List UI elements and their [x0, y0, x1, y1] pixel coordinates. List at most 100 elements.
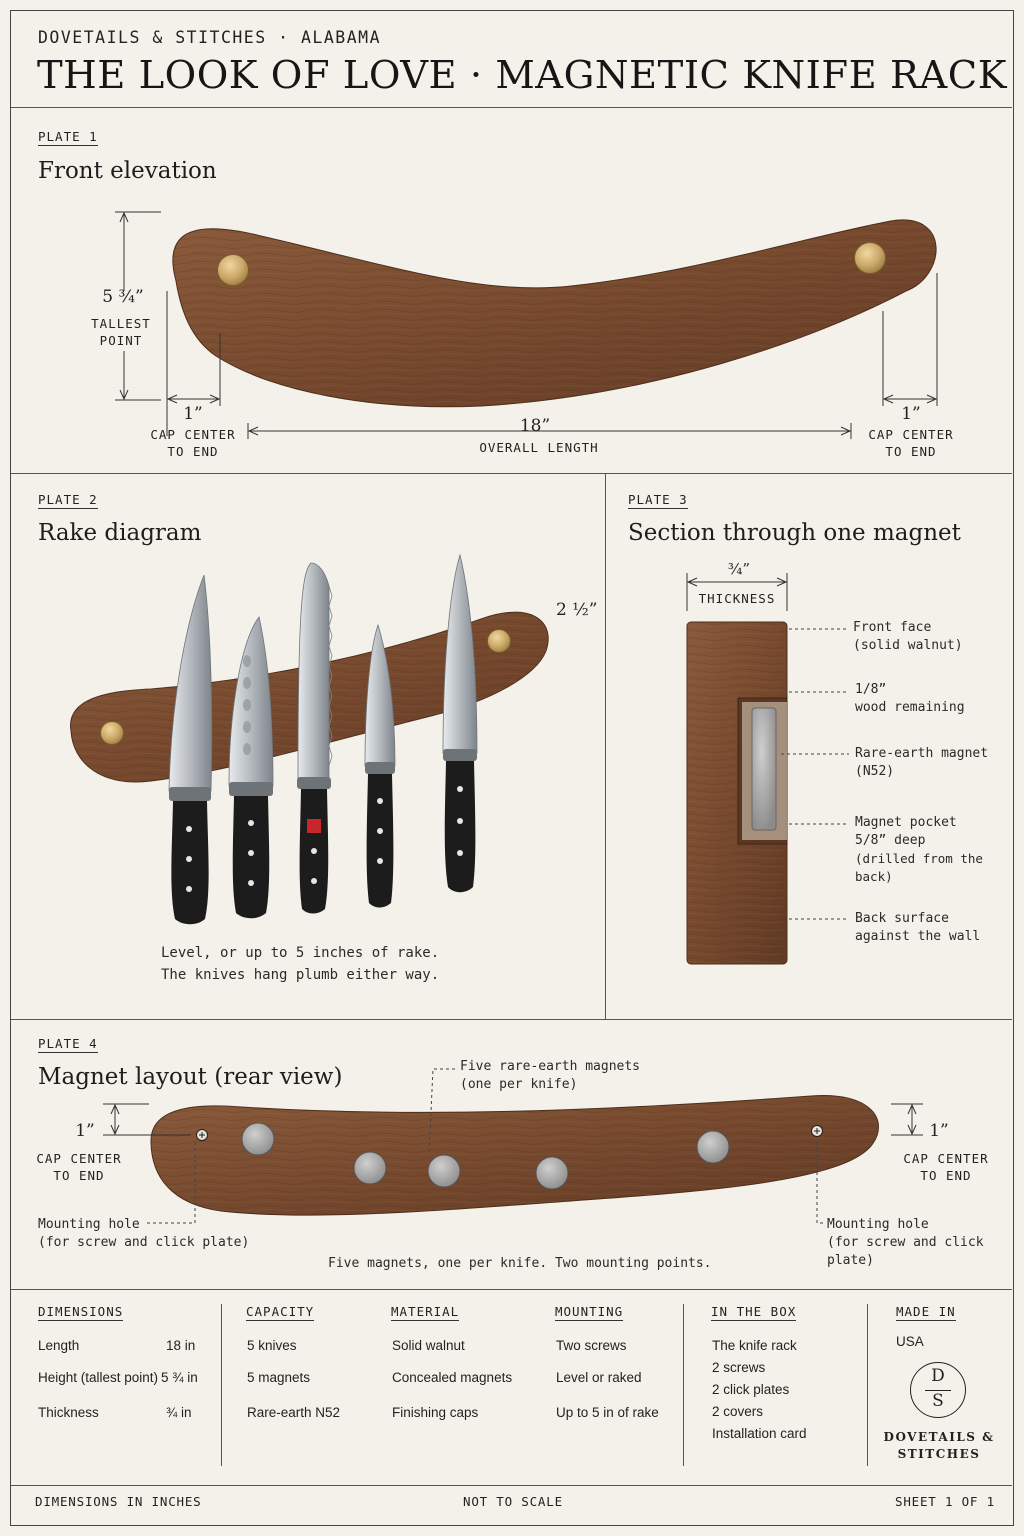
divider	[11, 1485, 1012, 1486]
rake-value: 2 ½”	[556, 600, 598, 620]
right-cap-dimension	[891, 1103, 923, 1136]
utility-knife	[442, 553, 478, 893]
spec-box-heading: IN THE BOX	[711, 1304, 797, 1321]
page-title: THE LOOK OF LOVE · MAGNETIC KNIFE RACK	[37, 53, 1007, 98]
magnet-3	[427, 1154, 461, 1188]
thickness-dimension	[686, 573, 788, 611]
spec-material-item: Solid walnut	[392, 1338, 465, 1353]
callout-leaders	[781, 628, 849, 920]
spec-mounting-item: Two screws	[556, 1338, 627, 1353]
spec-mounting-heading: MOUNTING	[555, 1304, 624, 1321]
brand-logo-seal: D S	[910, 1362, 966, 1418]
divider	[11, 1019, 1012, 1020]
spec-capacity-item: 5 magnets	[247, 1370, 311, 1385]
divider	[11, 107, 1012, 108]
mounting-hole-left	[196, 1129, 208, 1141]
spec-box-item: 2 screws	[712, 1360, 766, 1375]
thickness-value: ¾”	[727, 560, 751, 578]
spec-made-in-heading: MADE IN	[896, 1304, 956, 1321]
left-cap-value: 1”	[183, 404, 203, 424]
spec-box-item: The knife rack	[712, 1338, 797, 1353]
footer-scale: NOT TO SCALE	[463, 1494, 563, 1509]
spec-length-label: Length	[38, 1338, 80, 1353]
spec-capacity-heading: CAPACITY	[246, 1304, 315, 1321]
spec-mounting-item: Level or raked	[556, 1370, 642, 1385]
rack-rear-body	[150, 1094, 879, 1216]
divider	[605, 473, 606, 1019]
spec-mounting-item: Up to 5 in of rake	[556, 1405, 659, 1420]
spec-thickness-label: Thickness	[38, 1405, 99, 1420]
drawing-sheet: DOVETAILS & STITCHES · ALABAMA THE LOOK …	[10, 10, 1014, 1526]
plate-2-title: Rake diagram	[38, 520, 202, 546]
plate-4-label: PLATE 4	[38, 1036, 98, 1053]
rake-caption: Level, or up to 5 inches of rake.The kni…	[161, 945, 440, 983]
spec-material-item: Concealed magnets	[392, 1370, 513, 1385]
length-caption: OVERALL LENGTH	[479, 440, 599, 455]
callout-magnet: Rare-earth magnet(N52)	[855, 746, 989, 779]
plate-2-label: PLATE 2	[38, 492, 98, 509]
left-mounting-hole-note: Mounting hole(for screw and click plate)	[38, 1217, 250, 1250]
spec-length-value: 18 in	[166, 1338, 196, 1353]
brand-name: DOVETAILS &STITCHES	[883, 1430, 995, 1461]
brass-cap-right	[487, 629, 511, 653]
length-dimension	[247, 423, 852, 439]
plate-1-label: PLATE 1	[38, 129, 98, 146]
spec-material-item: Finishing caps	[392, 1405, 479, 1420]
plate-1-title: Front elevation	[38, 158, 217, 184]
plate-4-title: Magnet layout (rear view)	[38, 1064, 343, 1090]
magnet-4	[535, 1156, 569, 1190]
divider	[683, 1304, 684, 1466]
mounting-hole-right	[811, 1125, 823, 1137]
thickness-caption: THICKNESS	[698, 591, 776, 606]
magnet-layout-caption: Five magnets, one per knife. Two mountin…	[328, 1256, 712, 1271]
magnet-5	[696, 1130, 730, 1164]
magnet-2	[353, 1151, 387, 1185]
footer-sheet: SHEET 1 OF 1	[895, 1494, 995, 1509]
spec-made-in-value: USA	[896, 1334, 924, 1349]
spec-material-heading: MATERIAL	[391, 1304, 460, 1321]
spec-box-item: 2 covers	[712, 1404, 764, 1419]
callout-wood-remaining: 1/8”wood remaining	[855, 682, 965, 715]
callout-leaders	[147, 1068, 823, 1224]
spec-height-value: 5 ¾ in	[161, 1370, 198, 1385]
height-value: 5 ¾”	[102, 287, 144, 307]
callout-front-face: Front face(solid walnut)	[853, 620, 963, 653]
height-dimension	[115, 211, 161, 401]
brass-cap-left	[217, 254, 249, 286]
spec-box-item: Installation card	[712, 1426, 807, 1441]
santoku-knife	[228, 616, 274, 919]
spec-box-item: 2 click plates	[712, 1382, 790, 1397]
footer-units: DIMENSIONS IN INCHES	[35, 1494, 202, 1509]
chef-knife	[168, 574, 213, 925]
plate-3-title: Section through one magnet	[628, 520, 961, 546]
brand-eyebrow: DOVETAILS & STITCHES · ALABAMA	[38, 28, 382, 47]
length-value: 18”	[519, 416, 551, 436]
rare-earth-magnet	[751, 707, 777, 831]
divider	[221, 1304, 222, 1466]
brass-cap-left	[100, 721, 124, 745]
right-mounting-hole-note: Mounting hole(for screw and click plate)	[827, 1217, 984, 1268]
spec-capacity-item: 5 knives	[247, 1338, 297, 1353]
right-cap-dimension	[882, 273, 938, 406]
left-cap-dimension	[166, 291, 221, 436]
spec-thickness-value: ¾ in	[166, 1405, 192, 1420]
divider	[11, 1289, 1012, 1290]
divider	[11, 473, 1012, 474]
left-cap-dimension	[103, 1103, 191, 1136]
rake-diagram-drawing	[70, 553, 549, 925]
right-cap-value: 1”	[901, 404, 921, 424]
spec-height-label: Height (tallest point)	[38, 1370, 159, 1385]
spec-dimensions-heading: DIMENSIONS	[38, 1304, 124, 1321]
right-cap-value: 1”	[929, 1121, 949, 1141]
paring-knife	[364, 623, 396, 908]
magnet-section-drawing	[686, 573, 849, 965]
brass-cap-right	[854, 242, 886, 274]
magnets-note: Five rare-earth magnets(one per knife)	[460, 1059, 641, 1092]
